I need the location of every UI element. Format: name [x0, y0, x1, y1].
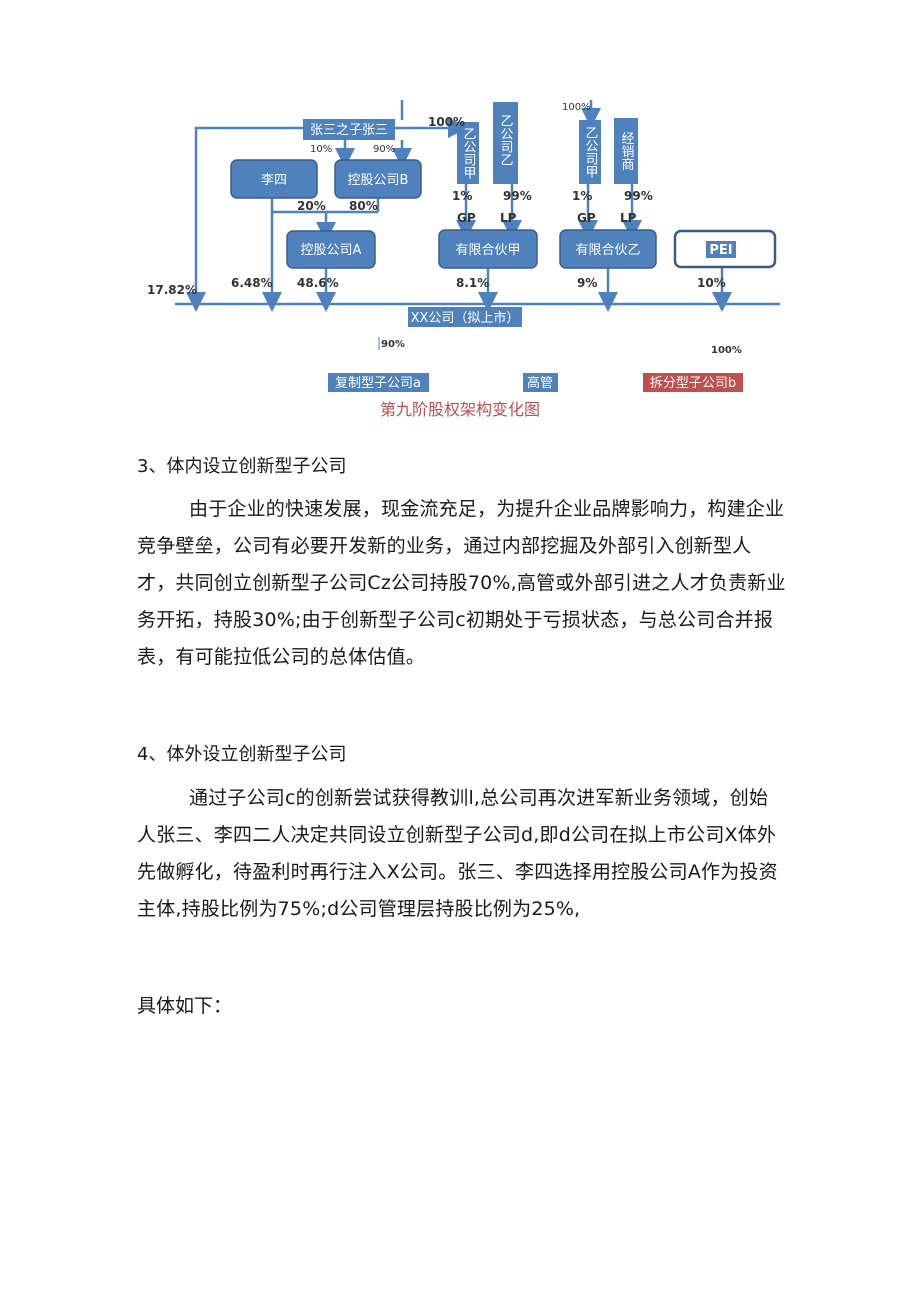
label-p1-jia: 1% — [452, 189, 472, 203]
text-gp-jia-box: 乙公司甲 — [461, 127, 477, 179]
node-partnership-yi — [559, 229, 657, 269]
text-partnership-jia: 有限合伙甲 — [455, 243, 520, 258]
node-distributor — [614, 118, 638, 184]
text-zhang-san-son: 张三之子张三 — [310, 123, 388, 138]
label-p90-sub: 90% — [381, 339, 405, 350]
equity-structure-diagram: 张三之子张三 李四 控股公司B 控股公司A 乙公司甲 乙公司乙 乙公司甲 经销商… — [147, 100, 780, 392]
text-distributor: 经销商 — [619, 132, 635, 171]
label-p1-yi: 1% — [572, 189, 592, 203]
node-zhang-san-son — [303, 119, 395, 140]
closing-text: 具体如下： — [137, 995, 233, 1017]
label-gp-jia: GP — [457, 211, 476, 225]
label-p100-top: 100% — [428, 115, 465, 129]
node-pei — [706, 241, 736, 258]
label-p6-48: 6.48% — [231, 276, 273, 290]
label-p8-1: 8.1% — [456, 276, 489, 290]
section-3-paragraph: 由于企业的快速发展，现金流充足，为提升企业品牌影响力，构建企业竞争壁垒，公司有必… — [137, 498, 786, 668]
label-p80: 80% — [349, 199, 378, 213]
text-holding-b: 控股公司B — [348, 173, 409, 188]
label-p17-82: 17.82% — [147, 283, 197, 297]
text-partnership-yi: 有限合伙乙 — [575, 243, 640, 258]
label-lp-yi: LP — [620, 211, 637, 225]
section-4-paragraph: 通过子公司c的创新尝试获得教训l,总公司再次进军新业务领域，创始人张三、李四二人… — [137, 787, 778, 920]
label-p9: 9% — [577, 276, 597, 290]
label-lp-jia: LP — [500, 211, 517, 225]
text-xx-company: XX公司（拟上市） — [411, 310, 520, 326]
text-lp-jia-box: 乙公司乙 — [498, 114, 514, 166]
diagram-caption: 第九阶股权架构变化图 — [379, 400, 540, 419]
label-p10: 10% — [310, 144, 332, 155]
node-lp-jia-box — [493, 102, 518, 184]
label-p10-pei: 10% — [697, 276, 726, 290]
diagram-percent-labels: 100% 10% 90% 100% 20% 80% 1% 99% 1% 99% … — [147, 102, 742, 356]
node-partnership-jia — [438, 229, 538, 269]
label-p99-jia: 99% — [503, 189, 532, 203]
node-executives — [523, 373, 558, 392]
text-sub-b: 拆分型子公司b — [650, 376, 736, 391]
text-sub-a: 复制型子公司a — [335, 376, 421, 391]
text-gp-yi-box: 乙公司甲 — [583, 126, 599, 178]
text-li-si: 李四 — [261, 173, 287, 188]
section-4-heading: 4、体外设立创新型子公司 — [137, 744, 347, 765]
text-pei: PEI — [709, 243, 732, 258]
label-p99-yi: 99% — [624, 189, 653, 203]
node-li-si — [230, 159, 318, 199]
node-sub-b — [643, 373, 743, 392]
label-p100-sub: 100% — [711, 345, 742, 356]
diagram-boxes — [230, 102, 777, 392]
node-gp-jia-box — [457, 122, 479, 184]
label-p20: 20% — [297, 199, 326, 213]
label-p100-left: 100% — [562, 102, 591, 113]
connector-lines — [175, 100, 780, 350]
node-holding-a — [286, 230, 376, 269]
text-holding-a: 控股公司A — [301, 243, 362, 258]
section-3-heading: 3、体内设立创新型子公司 — [137, 456, 347, 477]
node-holding-b — [334, 159, 422, 199]
node-sub-a — [328, 373, 429, 392]
label-p48-6: 48.6% — [297, 276, 339, 290]
node-xx-company — [408, 307, 522, 327]
node-gp-yi-box — [579, 120, 601, 184]
label-p90-top: 90% — [373, 144, 395, 155]
text-executives: 高管 — [527, 375, 553, 391]
label-gp-yi: GP — [577, 211, 596, 225]
diagram-box-texts: 张三之子张三 李四 控股公司B 控股公司A 乙公司甲 乙公司乙 乙公司甲 经销商… — [261, 114, 736, 391]
